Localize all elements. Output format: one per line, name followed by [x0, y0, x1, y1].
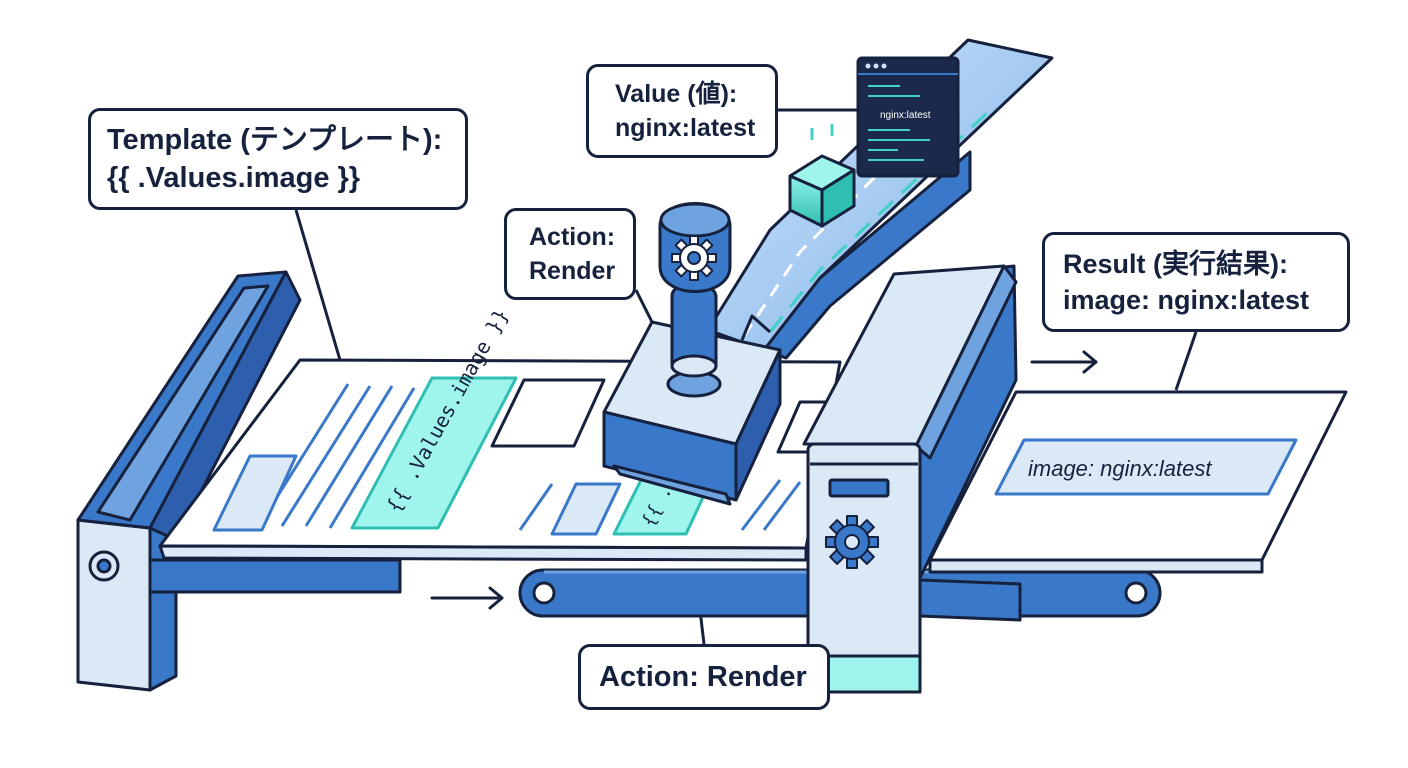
result-callout-value: image: nginx:latest	[1063, 285, 1310, 315]
action-callout-bottom-label: Action: Render	[599, 660, 807, 693]
terminal-window: nginx:latest	[856, 56, 960, 178]
template-callout-title: Template (テンプレート):	[107, 124, 443, 156]
stamp-gear-icon	[671, 235, 717, 281]
flow-arrows	[430, 350, 1098, 610]
template-callout-expression: {{ .Values.image }}	[107, 162, 361, 194]
result-callout: Result (実行結果): image: nginx:latest	[1042, 232, 1350, 332]
action-callout-small: Action: Render	[504, 208, 636, 300]
feeder-machine	[76, 270, 402, 692]
template-callout: Template (テンプレート): {{ .Values.image }}	[88, 108, 468, 210]
leader-lines	[294, 108, 1198, 645]
value-callout: Value (値): nginx:latest	[586, 64, 778, 158]
action-callout-title: Action:	[529, 223, 616, 251]
action-callout-value: Render	[529, 257, 616, 285]
render-stamp	[602, 202, 782, 506]
result-callout-title: Result (実行結果):	[1063, 249, 1288, 279]
render-machine	[802, 264, 1022, 694]
machine-gear-icon	[825, 515, 879, 569]
data-cube	[788, 124, 856, 228]
output-sheet: image: nginx:latest	[928, 390, 1348, 574]
value-callout-title: Value (値):	[615, 80, 738, 108]
arrow-right-icon	[1030, 350, 1098, 374]
terminal-text: nginx:latest	[880, 110, 931, 121]
action-callout-bottom: Action: Render	[578, 644, 830, 710]
output-text: image: nginx:latest	[1028, 456, 1212, 481]
value-callout-value: nginx:latest	[615, 114, 756, 142]
arrow-right-icon	[430, 586, 504, 610]
